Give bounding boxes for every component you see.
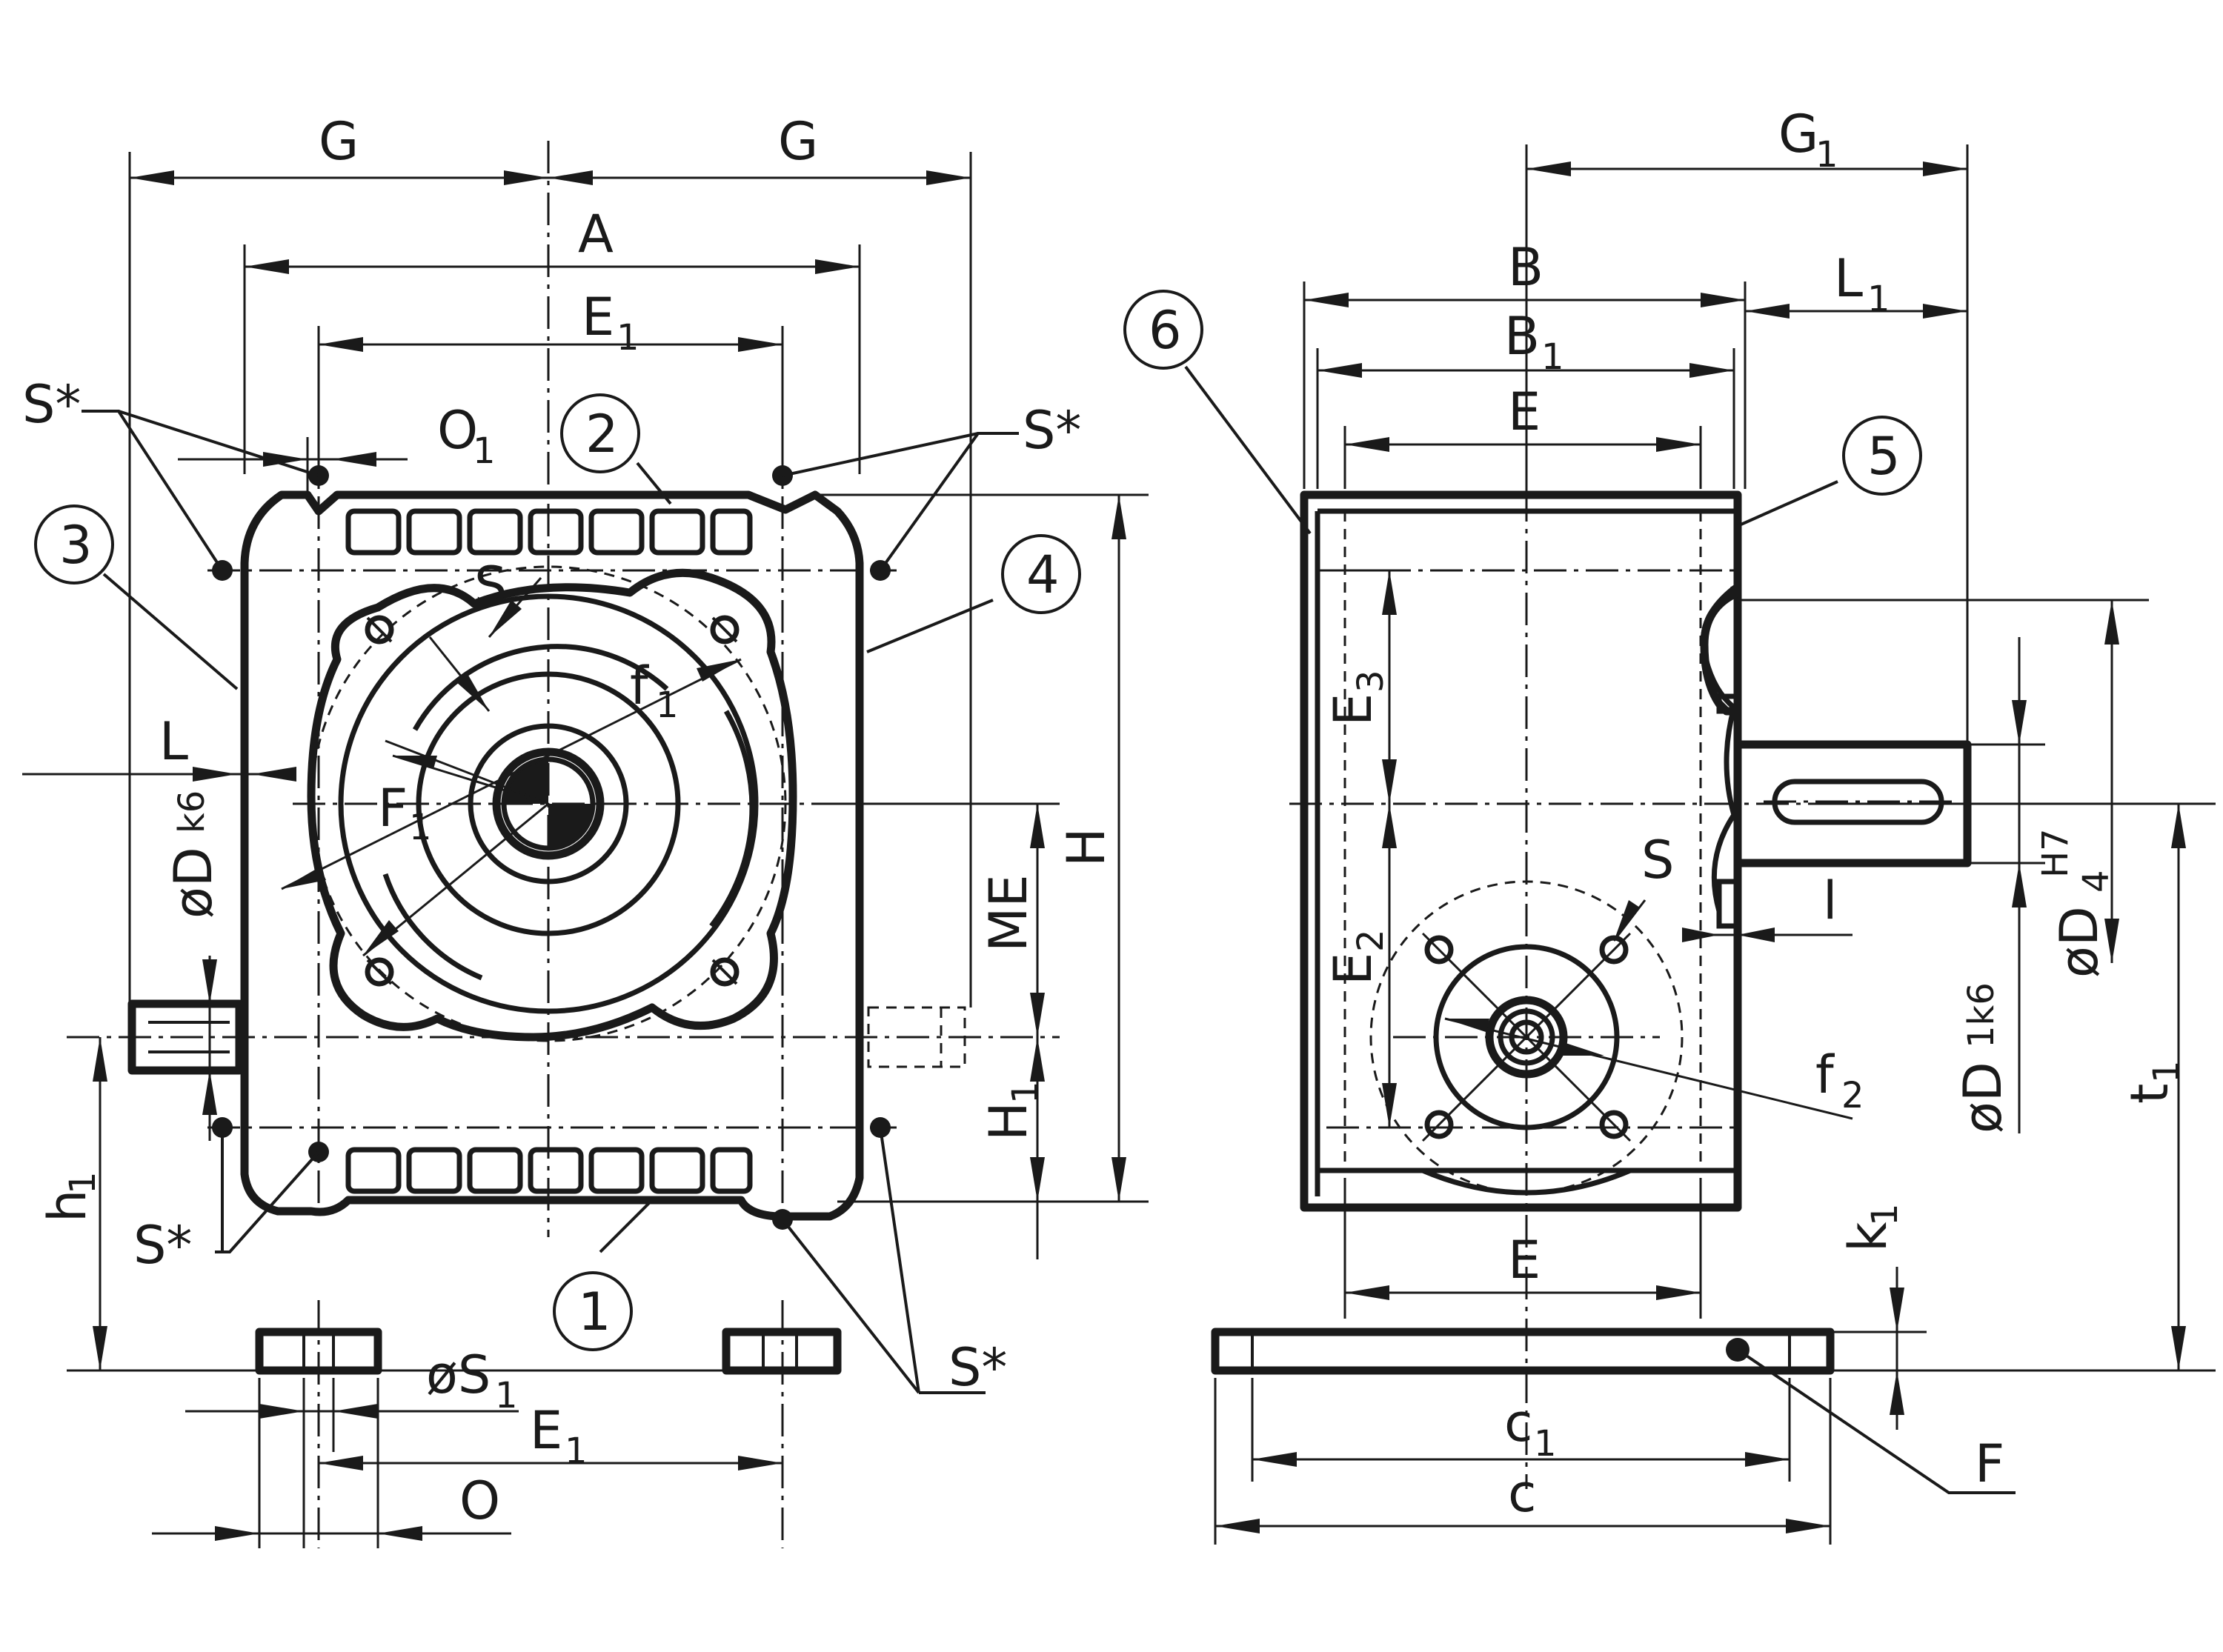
label-c: c [1508, 1463, 1537, 1524]
label-S-front: S [474, 556, 507, 616]
label-D-k6-sub: k6 [171, 790, 213, 833]
label-f2: f [1815, 1045, 1835, 1105]
label-E3-sub: 3 [1350, 670, 1392, 693]
label-D4-sup: H7 [2035, 828, 2076, 878]
callout-5 [1842, 416, 1922, 496]
svg-text:6: 6 [1149, 300, 1182, 361]
label-l: l [1823, 870, 1837, 931]
svg-text:1: 1 [578, 1282, 611, 1342]
callout-2 [560, 393, 640, 473]
label-G1-sub: 1 [1815, 134, 1838, 176]
label-S-star-br: S* [948, 1337, 1007, 1398]
label-D1-k6-sub: 1k6 [1961, 982, 2002, 1048]
label-t1: t [2119, 1084, 2180, 1104]
label-D1-k6: øD [1953, 1062, 2013, 1133]
label-O1: O [437, 400, 478, 461]
label-L: L [159, 711, 188, 772]
bottom-cooling-fins [345, 1147, 753, 1194]
label-B1: B [1504, 306, 1540, 367]
label-E1-top: E [582, 287, 614, 347]
label-L1: L [1834, 248, 1863, 309]
label-k1: k [1838, 1222, 1898, 1252]
callout-1 [553, 1271, 633, 1351]
front-view [22, 141, 1149, 1548]
label-E1-bottom-sub: 1 [565, 1430, 588, 1472]
side-view [1211, 144, 2216, 1545]
callouts: 1 2 3 4 5 6 [34, 290, 1922, 1351]
label-S-side: S [1641, 830, 1674, 890]
label-H1-sub: 1 [1005, 1081, 1046, 1104]
label-S1: øS [426, 1345, 491, 1405]
label-E-top: E [1508, 382, 1541, 442]
label-f2-sub: 2 [1841, 1075, 1864, 1116]
label-G-right: G [778, 111, 818, 172]
label-h1: h [37, 1190, 98, 1222]
label-S1-sub: 1 [495, 1375, 518, 1416]
label-E1-top-sub: 1 [617, 317, 639, 359]
label-A: A [578, 204, 614, 264]
label-F1-sub: 1 [409, 807, 432, 848]
label-ME: ME [978, 874, 1039, 952]
svg-text:3: 3 [59, 515, 93, 576]
label-D-k6: øD [163, 847, 224, 919]
svg-text:4: 4 [1026, 544, 1060, 605]
label-h1-sub: 1 [62, 1171, 104, 1194]
svg-text:2: 2 [585, 404, 619, 464]
flange-bolt-holes [365, 615, 740, 987]
label-t1-sub: 1 [2146, 1060, 2187, 1083]
label-E3: E [1323, 693, 1383, 726]
label-L1-sub: 1 [1867, 279, 1890, 320]
label-F: F [1975, 1433, 2004, 1494]
label-D4-sub: 4 [2076, 870, 2117, 893]
label-H1: H [978, 1102, 1039, 1141]
label-c1: c [1504, 1393, 1533, 1453]
label-G-left: G [319, 111, 359, 172]
label-F1: F [378, 778, 408, 839]
callout-6 [1123, 290, 1203, 370]
label-O1-sub: 1 [473, 430, 496, 472]
callout-3 [34, 504, 114, 584]
label-f1: f [630, 656, 649, 716]
callout-4 [1001, 534, 1081, 614]
label-D4: øD [2049, 906, 2110, 978]
top-cooling-fins [345, 508, 753, 556]
label-f1-sub: 1 [656, 685, 679, 726]
label-S-star-tr: S* [1023, 400, 1081, 461]
label-E2-sub: 2 [1350, 929, 1392, 952]
label-B: B [1508, 237, 1544, 298]
label-O: O [459, 1471, 500, 1531]
label-H: H [1056, 827, 1117, 867]
label-k1-sub: 1 [1864, 1203, 1906, 1226]
label-E2: E [1323, 953, 1383, 985]
base-plate [1211, 1328, 1835, 1375]
label-S-star-bl: S* [133, 1215, 192, 1276]
svg-text:5: 5 [1867, 426, 1901, 487]
label-B1-sub: 1 [1541, 336, 1564, 378]
label-c1-sub: 1 [1534, 1423, 1557, 1465]
label-E1-bottom: E [530, 1400, 562, 1461]
label-G1: G [1778, 104, 1818, 164]
dimension-labels: G G A E 1 O 1 S* S* S* S* L S f 1 F 1 øD… [22, 104, 2187, 1531]
label-E-bottom: E [1508, 1230, 1541, 1290]
front-housing-outline [240, 490, 864, 1221]
label-S-star-tl: S* [22, 374, 81, 435]
